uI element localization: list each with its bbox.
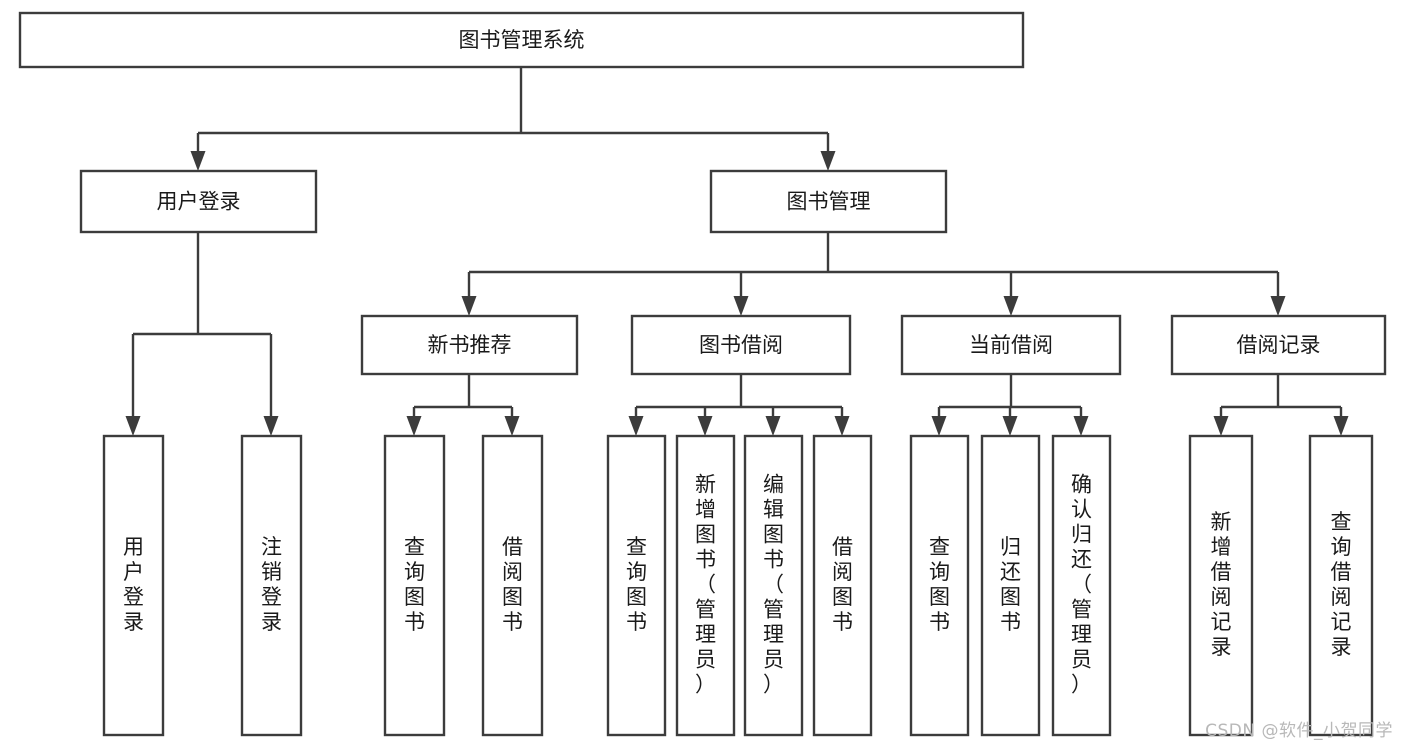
- node-leaf-11[interactable]: 新增借阅记录: [1188, 434, 1254, 737]
- connector-arrowhead-icon: [931, 416, 947, 436]
- node-leaf-8-box[interactable]: [909, 434, 970, 737]
- connector-group: [461, 232, 1286, 316]
- node-leaf-9-box[interactable]: [980, 434, 1041, 737]
- connector-arrowhead-icon: [733, 296, 749, 316]
- connector-arrowhead-icon: [406, 416, 422, 436]
- node-level3-0[interactable]: 新书推荐: [360, 314, 579, 376]
- connector-arrowhead-icon: [461, 296, 477, 316]
- connector-group: [628, 374, 850, 436]
- node-leaf-7-box[interactable]: [812, 434, 873, 737]
- watermark-label: CSDN @软件_小贺同学: [1205, 721, 1393, 741]
- node-leaf-9-label: 归还图书: [1000, 535, 1021, 634]
- connector-arrowhead-icon: [504, 416, 520, 436]
- node-root-label: 图书管理系统: [459, 28, 585, 52]
- connector-arrowhead-icon: [125, 416, 141, 436]
- connector-arrowhead-icon: [1270, 296, 1286, 316]
- connector-group: [1213, 374, 1349, 436]
- connector-arrowhead-icon: [1003, 296, 1019, 316]
- node-leaf-9[interactable]: 归还图书: [980, 434, 1041, 737]
- node-level3-3[interactable]: 借阅记录: [1170, 314, 1387, 376]
- node-leaf-1-box[interactable]: [240, 434, 303, 737]
- connector-arrowhead-icon: [1073, 416, 1089, 436]
- node-leaf-5[interactable]: 新增图书（管理员）: [675, 434, 736, 737]
- node-leaf-4-box[interactable]: [606, 434, 667, 737]
- node-level2-0[interactable]: 用户登录: [79, 169, 318, 234]
- connector-arrowhead-icon: [263, 416, 279, 436]
- connector-arrowhead-icon: [1213, 416, 1229, 436]
- node-leaf-6-box[interactable]: [743, 434, 804, 737]
- connector-arrowhead-icon: [834, 416, 850, 436]
- node-leaf-10-box[interactable]: [1051, 434, 1112, 737]
- node-leaf-11-label: 新增借阅记录: [1211, 510, 1232, 659]
- node-leaf-7-label: 借阅图书: [832, 535, 853, 634]
- node-leaf-6[interactable]: 编辑图书（管理员）: [743, 434, 804, 737]
- node-layer: 图书管理系统用户登录图书管理新书推荐图书借阅当前借阅借阅记录用户登录注销登录查询…: [18, 11, 1387, 737]
- node-leaf-10-label: 确认归还（管理员）: [1071, 473, 1092, 697]
- node-leaf-1[interactable]: 注销登录: [240, 434, 303, 737]
- node-level3-2[interactable]: 当前借阅: [900, 314, 1122, 376]
- node-leaf-1-label: 注销登录: [261, 535, 282, 634]
- node-leaf-12-box[interactable]: [1308, 434, 1374, 737]
- node-leaf-6-label: 编辑图书（管理员）: [763, 473, 784, 697]
- node-leaf-7[interactable]: 借阅图书: [812, 434, 873, 737]
- node-root[interactable]: 图书管理系统: [18, 11, 1025, 69]
- connector-arrowhead-icon: [628, 416, 644, 436]
- node-leaf-8[interactable]: 查询图书: [909, 434, 970, 737]
- node-root-box[interactable]: [18, 11, 1025, 69]
- node-level2-1-label: 图书管理: [787, 190, 871, 214]
- connector-group: [190, 67, 836, 171]
- connector-arrowhead-icon: [765, 416, 781, 436]
- node-leaf-4[interactable]: 查询图书: [606, 434, 667, 737]
- node-leaf-0[interactable]: 用户登录: [102, 434, 165, 737]
- node-level3-3-box[interactable]: [1170, 314, 1387, 376]
- node-level3-1[interactable]: 图书借阅: [630, 314, 852, 376]
- node-leaf-5-label: 新增图书（管理员）: [695, 473, 716, 697]
- node-level2-0-box[interactable]: [79, 169, 318, 234]
- node-leaf-10[interactable]: 确认归还（管理员）: [1051, 434, 1112, 737]
- connector-group: [125, 232, 279, 436]
- connector-layer: [125, 67, 1349, 436]
- node-level3-1-box[interactable]: [630, 314, 852, 376]
- connector-arrowhead-icon: [1002, 416, 1018, 436]
- node-leaf-0-box[interactable]: [102, 434, 165, 737]
- node-leaf-11-box[interactable]: [1188, 434, 1254, 737]
- node-level2-1[interactable]: 图书管理: [709, 169, 948, 234]
- node-leaf-3[interactable]: 借阅图书: [481, 434, 544, 737]
- node-level3-1-label: 图书借阅: [699, 333, 783, 357]
- node-leaf-3-box[interactable]: [481, 434, 544, 737]
- node-level3-2-box[interactable]: [900, 314, 1122, 376]
- node-leaf-0-label: 用户登录: [123, 535, 144, 634]
- node-level3-3-label: 借阅记录: [1237, 333, 1321, 357]
- connector-arrowhead-icon: [1333, 416, 1349, 436]
- connector-arrowhead-icon: [190, 151, 206, 171]
- node-level2-0-label: 用户登录: [157, 190, 241, 214]
- node-leaf-8-label: 查询图书: [929, 535, 950, 634]
- connector-arrowhead-icon: [820, 151, 836, 171]
- node-leaf-2[interactable]: 查询图书: [383, 434, 446, 737]
- node-leaf-5-box[interactable]: [675, 434, 736, 737]
- node-level3-0-label: 新书推荐: [428, 333, 512, 357]
- node-level3-2-label: 当前借阅: [969, 333, 1053, 357]
- connector-group: [406, 374, 520, 436]
- node-level3-0-box[interactable]: [360, 314, 579, 376]
- connector-group: [931, 374, 1089, 436]
- node-leaf-12[interactable]: 查询借阅记录: [1308, 434, 1374, 737]
- node-leaf-12-label: 查询借阅记录: [1331, 510, 1352, 659]
- node-leaf-3-label: 借阅图书: [502, 535, 523, 634]
- node-level2-1-box[interactable]: [709, 169, 948, 234]
- node-leaf-4-label: 查询图书: [626, 535, 647, 634]
- node-leaf-2-box[interactable]: [383, 434, 446, 737]
- node-leaf-2-label: 查询图书: [404, 535, 425, 634]
- connector-arrowhead-icon: [697, 416, 713, 436]
